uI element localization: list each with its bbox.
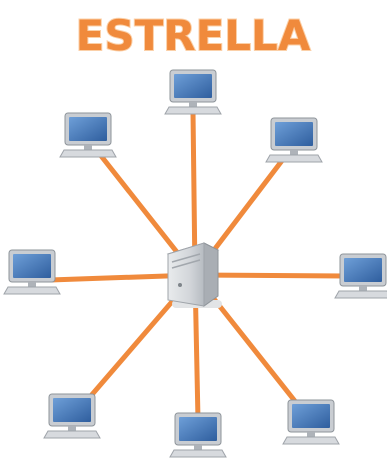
desktop-computer-icon [43, 393, 101, 439]
desktop-computer-icon [164, 69, 222, 115]
monitor-screen [13, 254, 51, 278]
desktop-computer-icon [3, 249, 61, 295]
server-drive-bay [171, 253, 201, 263]
monitor-stand [28, 282, 36, 287]
monitor-screen [174, 74, 212, 98]
monitor-screen [53, 398, 91, 422]
link-computer-right [192, 272, 348, 279]
monitor-stand [359, 286, 367, 291]
monitor-screen [179, 417, 217, 441]
keyboard [265, 154, 323, 163]
monitor-stand [194, 445, 202, 450]
monitor-stand [290, 150, 298, 155]
network-computers [3, 69, 387, 458]
monitor-screen [344, 258, 382, 282]
keyboard [43, 430, 101, 439]
keyboard [164, 106, 222, 115]
diagram-title: ESTRELLA [76, 11, 311, 60]
server-front-face [167, 242, 205, 307]
desktop-computer-icon [59, 112, 117, 158]
desktop-computer-icon [169, 412, 227, 458]
server-drive-bay [171, 259, 201, 269]
keyboard [59, 149, 117, 158]
monitor-stand [307, 432, 315, 437]
monitor-screen [292, 404, 330, 428]
monitor-stand [68, 426, 76, 431]
server-tower-icon [166, 242, 222, 308]
desktop-computer-icon [282, 399, 340, 445]
desktop-computer-icon [265, 117, 323, 163]
monitor-stand [84, 145, 92, 150]
keyboard [334, 290, 387, 299]
keyboard [3, 286, 61, 295]
monitor-screen [69, 117, 107, 141]
server-power-light [178, 283, 182, 287]
server-side-face [203, 242, 219, 307]
keyboard [169, 449, 227, 458]
desktop-computer-icon [334, 253, 387, 299]
keyboard [282, 436, 340, 445]
monitor-screen [275, 122, 313, 146]
monitor-stand [189, 102, 197, 107]
